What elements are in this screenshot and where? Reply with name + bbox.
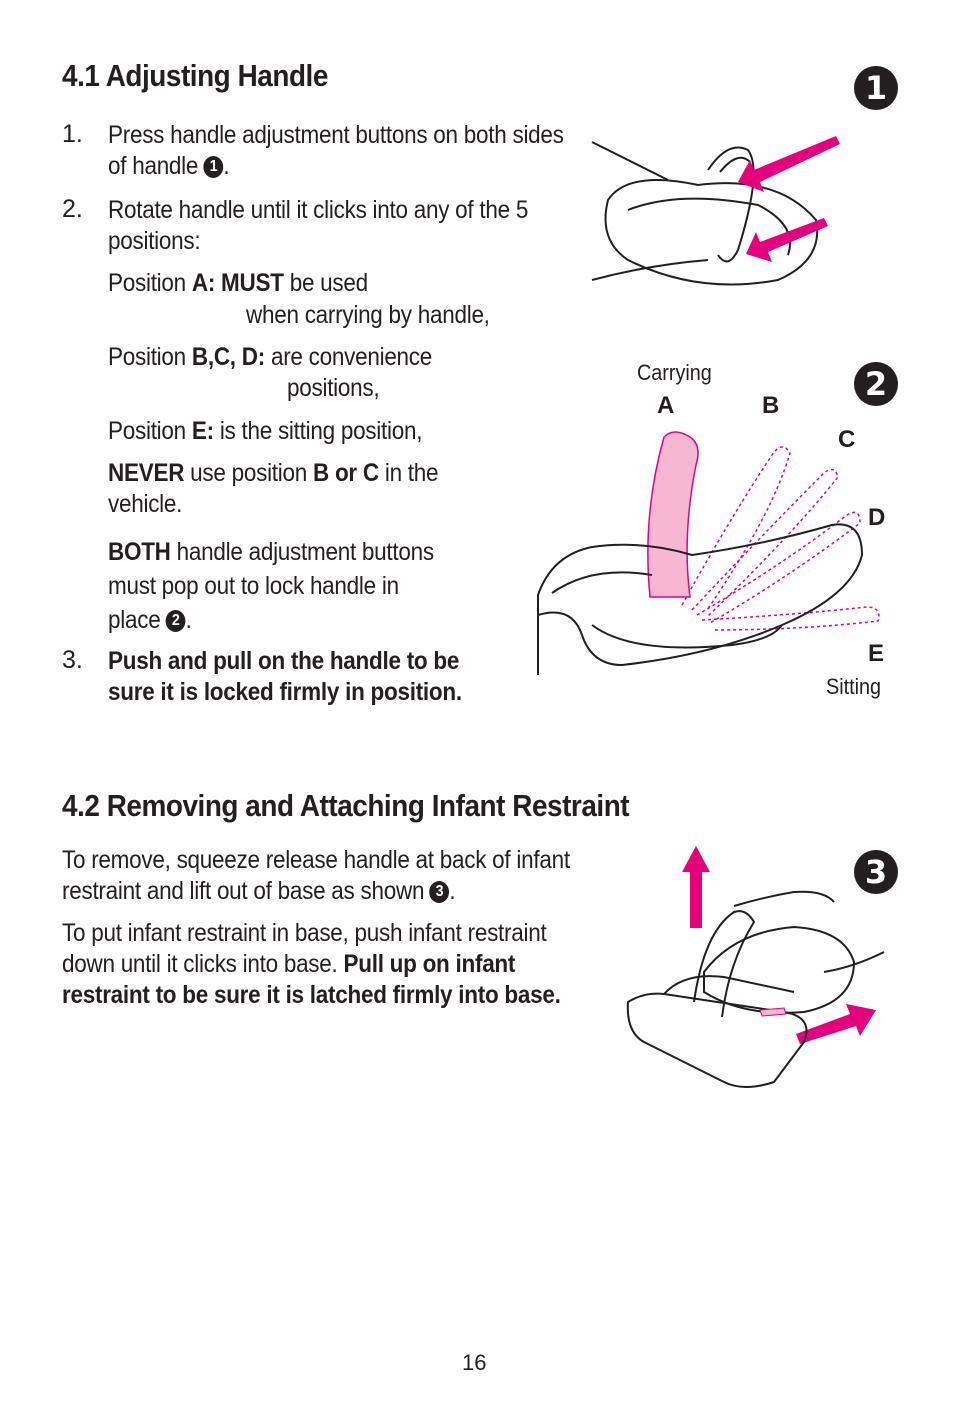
both-buttons-note: BOTH handle adjustment buttons must pop … xyxy=(108,535,441,637)
position-bcd-line: Position B,C, D: are convenience xyxy=(108,342,432,373)
arm-upper xyxy=(591,141,669,181)
figure-2-illustration xyxy=(537,431,880,675)
step-3-text: Push and pull on the handle to be sure i… xyxy=(108,647,462,706)
never-warning: NEVER use position B or C in the vehicle… xyxy=(108,458,459,520)
text: handle adjustment buttons must pop out t… xyxy=(108,538,434,634)
handle-position-e xyxy=(701,606,880,631)
text: are convenience xyxy=(264,343,433,371)
figure-3-illustration xyxy=(626,846,885,1088)
handle-outline-2 xyxy=(719,156,751,173)
label-e: E xyxy=(868,640,885,667)
position-a-line: Position A: MUST be used xyxy=(108,268,368,299)
punct: . xyxy=(185,606,192,634)
remove-instructions: To remove, squeeze release handle at bac… xyxy=(62,845,602,907)
page-number: 16 xyxy=(462,1350,487,1375)
base-outline xyxy=(626,992,808,1088)
text: Position xyxy=(108,343,192,371)
label-a: A xyxy=(657,392,675,419)
position-a-line-2: when carrying by handle, xyxy=(246,301,490,329)
arm-right xyxy=(823,951,885,973)
seat-base xyxy=(591,624,783,649)
carrier-shell xyxy=(604,179,819,286)
label-carrying: Carrying xyxy=(637,360,712,385)
figure-1-illustration xyxy=(591,136,840,286)
figure-1-number-icon: 1 xyxy=(854,66,898,110)
step-2-text: Rotate handle until it clicks into any o… xyxy=(108,196,529,255)
text: To remove, squeeze release handle at bac… xyxy=(62,846,570,905)
figure-ref-3-icon: 3 xyxy=(429,881,450,904)
handle-position-a xyxy=(647,431,699,598)
text: is the sitting position, xyxy=(213,417,423,445)
bold-text: Pull up on infant restraint to be sure i… xyxy=(62,950,561,1009)
bold-text: E: xyxy=(191,417,214,445)
handle-position-c xyxy=(691,468,839,618)
bold-text: A: MUST xyxy=(191,269,284,297)
label-d: D xyxy=(868,504,886,531)
figure-ref-2-icon: 2 xyxy=(165,610,186,633)
punct: . xyxy=(449,877,456,905)
carrier-shell xyxy=(703,925,856,1014)
section-heading-adjusting-handle: 4.1 Adjusting Handle xyxy=(62,58,328,93)
text: To put infant restraint in base, push in… xyxy=(62,919,547,978)
text: in the vehicle. xyxy=(108,459,439,518)
step-1-body: Press handle adjustment buttons on both … xyxy=(108,121,564,180)
handle-position-d xyxy=(696,511,861,624)
hand-arm xyxy=(733,890,835,907)
text: Position xyxy=(108,269,192,297)
figure-3-number-icon: 3 xyxy=(854,850,898,894)
arrow-upper xyxy=(738,136,840,192)
step-1-text: Press handle adjustment buttons on both … xyxy=(108,120,576,182)
bold-text: B or C xyxy=(312,459,379,487)
figure-2-number-icon: 2 xyxy=(854,362,898,406)
arrow-lower xyxy=(746,218,828,262)
carrier-handle xyxy=(693,910,756,1018)
base-top xyxy=(663,975,795,995)
text: use position xyxy=(184,459,313,487)
text: be used xyxy=(283,269,368,297)
arrow-up xyxy=(682,846,710,928)
arrow-right xyxy=(796,1004,876,1044)
figure-ref-1-icon: 1 xyxy=(203,156,224,179)
bold-text: BOTH xyxy=(108,538,171,566)
seat-shell xyxy=(537,523,864,667)
step-number: 2. xyxy=(62,195,83,223)
release-handle xyxy=(759,1007,787,1017)
seat-canopy xyxy=(551,571,653,594)
position-e-line: Position E: is the sitting position, xyxy=(108,416,422,447)
bold-text: NEVER xyxy=(108,459,185,487)
handle-position-b xyxy=(681,446,791,611)
section-heading-removing-attaching: 4.2 Removing and Attaching Infant Restra… xyxy=(62,788,630,823)
punct: . xyxy=(223,152,230,180)
label-sitting: Sitting xyxy=(826,674,882,699)
arm-lower xyxy=(591,259,709,281)
label-b: B xyxy=(762,392,780,419)
bold-text: B,C, D: xyxy=(191,343,265,371)
label-c: C xyxy=(838,426,856,453)
position-bcd-line-2: positions, xyxy=(287,374,380,402)
step-number: 3. xyxy=(62,646,83,674)
attach-instructions: To put infant restraint in base, push in… xyxy=(62,918,586,1011)
text: Position xyxy=(108,417,192,445)
step-number: 1. xyxy=(62,120,83,148)
handle-outline xyxy=(707,146,755,263)
